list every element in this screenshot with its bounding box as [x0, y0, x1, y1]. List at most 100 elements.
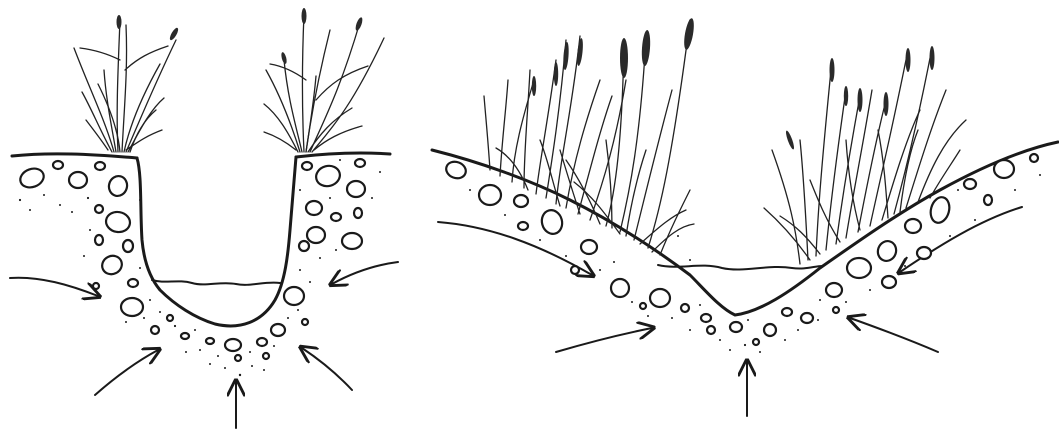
pebble [905, 219, 921, 233]
pebble [95, 205, 103, 213]
sand-grain [329, 197, 331, 199]
right-sand-grains [469, 174, 1041, 353]
pebble [833, 307, 839, 313]
sand-grain [87, 197, 89, 199]
sand-grain [699, 304, 701, 306]
pebble [650, 289, 670, 307]
reed-blade [640, 210, 686, 244]
left-panel [10, 8, 398, 428]
reed-blade [578, 96, 612, 214]
pebble [801, 313, 813, 323]
reed-blade [80, 48, 120, 60]
reed-blade [816, 60, 832, 256]
pebble [701, 314, 711, 322]
reed-blade [930, 150, 960, 198]
sand-grain [339, 159, 341, 161]
reed-seedhead [563, 42, 570, 70]
sand-grain [89, 229, 91, 231]
sand-grain [1039, 174, 1041, 176]
sand-grain [231, 385, 233, 387]
reed-seedhead [117, 15, 122, 29]
right-arrow-west [438, 222, 592, 275]
sand-grain [309, 281, 311, 283]
pebble [302, 162, 312, 170]
pebble [331, 213, 341, 221]
sand-grain [504, 214, 506, 216]
sand-grain [747, 319, 749, 321]
pebble [257, 338, 267, 346]
reed-blade [826, 90, 846, 250]
left-reed-clump-2 [264, 8, 384, 152]
right-reed-clump-1 [484, 18, 696, 255]
pebble [307, 227, 325, 243]
pebble [764, 324, 776, 336]
sand-grain [869, 289, 871, 291]
left-arrow-west [10, 278, 98, 296]
reed-blade [858, 100, 886, 232]
reed-blade [122, 25, 127, 152]
reed-seedhead [930, 46, 935, 70]
reed-blade [284, 60, 302, 152]
sand-grain [297, 309, 299, 311]
sand-grain [224, 367, 226, 369]
pebble [875, 239, 899, 264]
pebble [355, 159, 365, 167]
reed-seedhead [844, 86, 848, 106]
reed-seedhead [830, 58, 835, 82]
sand-grain [744, 344, 746, 346]
sand-grain [159, 311, 161, 313]
pebble [107, 174, 130, 198]
sand-grain [949, 235, 951, 237]
sand-grain [539, 239, 541, 241]
sand-grain [689, 329, 691, 331]
sand-grain [299, 189, 301, 191]
reed-blade [264, 132, 296, 150]
pebble [581, 240, 597, 254]
sand-grain [784, 339, 786, 341]
sand-grain [199, 349, 201, 351]
pebble [121, 298, 143, 316]
pebble [181, 333, 189, 339]
reed-blade [800, 140, 808, 260]
reed-blade [316, 66, 368, 100]
sand-grain [797, 329, 799, 331]
sand-grain [249, 351, 251, 353]
pebble [539, 208, 565, 236]
pebble [1030, 154, 1038, 162]
reed-blade [574, 182, 620, 234]
sand-grain [729, 349, 731, 351]
sand-grain [239, 374, 241, 376]
pebble [984, 195, 992, 205]
pebble [782, 308, 792, 316]
pebble [354, 208, 362, 218]
reed-seedhead [682, 18, 695, 51]
reed-blade [524, 70, 530, 188]
sand-grain [43, 194, 45, 196]
sand-grain [957, 189, 959, 191]
reed-blade [270, 64, 306, 80]
sand-grain [209, 363, 211, 365]
pebble [95, 235, 103, 245]
right-panel [432, 18, 1058, 416]
pebble [571, 266, 579, 274]
sand-grain [819, 299, 821, 301]
pebble [347, 181, 365, 197]
right-arrow-east [900, 207, 1022, 272]
reed-seedhead [280, 52, 287, 65]
reed-seedhead [302, 8, 307, 24]
reed-blade [894, 48, 932, 214]
reed-blade [312, 38, 384, 152]
sand-grain [671, 317, 673, 319]
reed-seedhead [906, 48, 911, 72]
pebble [314, 163, 342, 189]
pebble [18, 165, 47, 190]
pebble [611, 279, 629, 297]
reed-seedhead [532, 76, 536, 96]
sand-grain [59, 204, 61, 206]
reed-blade [130, 110, 156, 152]
sand-grain [19, 199, 21, 201]
sand-grain [194, 329, 196, 331]
pebble [847, 258, 871, 278]
sand-grain [647, 315, 649, 317]
